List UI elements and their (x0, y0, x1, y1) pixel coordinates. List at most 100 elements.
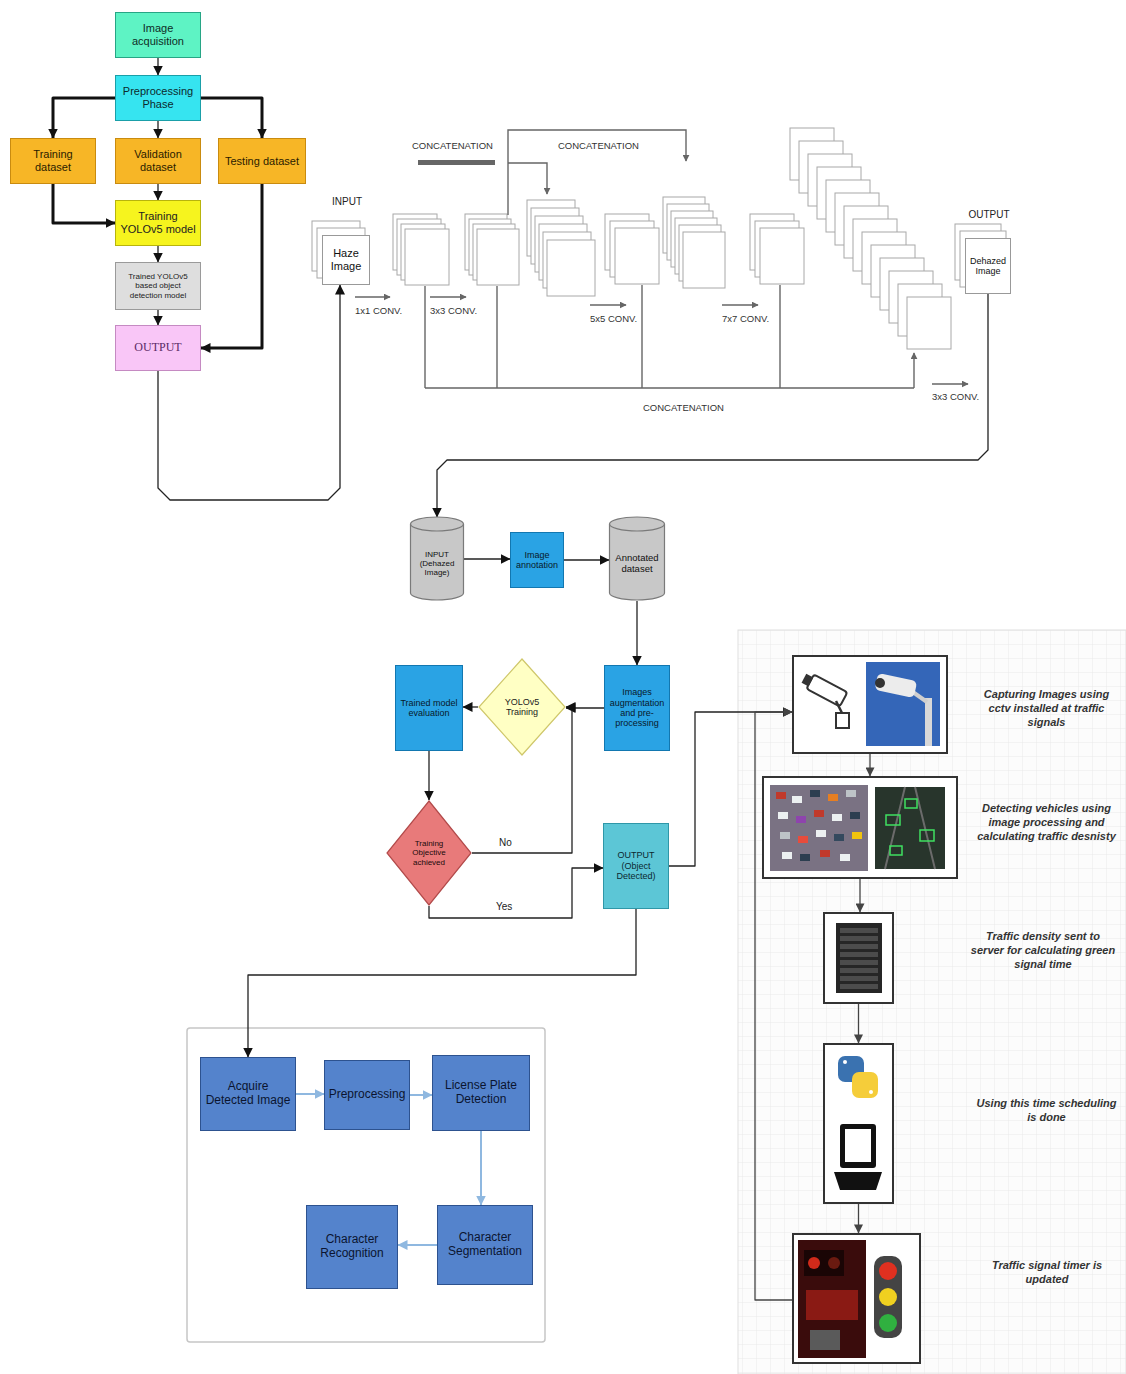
detection-photo (875, 787, 945, 869)
traffic-lamp (879, 1262, 897, 1280)
feature-map (405, 229, 449, 285)
cylinder-body (610, 517, 665, 600)
laptop-base (834, 1172, 882, 1190)
node-text: Image acquisition (119, 22, 197, 47)
concat-line (913, 353, 914, 388)
car (850, 812, 860, 819)
text-area: Character Segmentation (438, 1206, 532, 1284)
conv-label: 1x1 CONV. (355, 305, 402, 316)
node-text: Training dataset (14, 148, 92, 173)
car (846, 790, 856, 797)
concat-line (508, 163, 547, 194)
node-text: Dehazed Image (969, 256, 1007, 277)
decision-diamond: Training Objective achieved (386, 800, 472, 906)
text-area: License Plate Detection (433, 1056, 529, 1130)
cylinder-body (411, 517, 464, 600)
text-area: Preprocessing (325, 1061, 409, 1129)
camera-pole (925, 698, 932, 746)
server-slot (840, 984, 878, 989)
traffic-photo (770, 785, 868, 871)
traffic-lamp (879, 1314, 897, 1332)
process-box: License Plate Detection (432, 1055, 530, 1131)
traffic-lamp (879, 1288, 897, 1306)
text-area: Preprocessing Phase (116, 76, 200, 120)
concat-label: CONCATENATION (558, 140, 639, 151)
step-caption: Traffic signal timer is updated (977, 1259, 1117, 1287)
node-text: Training Objective achieved (405, 839, 453, 867)
server-slot (840, 936, 878, 941)
text-area: Haze Image (323, 236, 369, 284)
cylinder-rim (411, 524, 464, 531)
car (816, 830, 826, 837)
text-area: Image annotation (511, 533, 563, 587)
conv-arrow (932, 383, 968, 384)
traffic-light-icon (874, 1256, 902, 1338)
output-box: OUTPUT (Object Detected) (603, 823, 669, 909)
node-text: Character Recognition (310, 1233, 394, 1261)
frame-ground (792, 1233, 921, 1364)
node-text: Validation dataset (119, 148, 197, 173)
cylinder-rim (610, 524, 665, 531)
text-area: Acquire Detected Image (201, 1058, 295, 1130)
connector (755, 712, 792, 1300)
laptop-icon (840, 1124, 876, 1168)
ocr-panel (187, 1028, 545, 1342)
python-logo (852, 1072, 878, 1098)
connector (429, 868, 603, 918)
connector (157, 184, 158, 200)
text-area: Training Objective achieved (405, 823, 453, 882)
connector (858, 1004, 859, 1043)
feature-map (477, 229, 519, 285)
cctv-photo (866, 662, 940, 746)
signal-pole (810, 1330, 840, 1350)
connector (636, 601, 637, 665)
conv-arrow (430, 296, 466, 297)
process-box: Trained model evaluation (395, 665, 463, 751)
frame-ground (823, 912, 894, 1004)
car (800, 854, 810, 861)
car (814, 810, 824, 817)
process-box: Image acquisition (115, 12, 201, 58)
connector (669, 712, 792, 866)
server-slot (840, 960, 878, 965)
car (810, 790, 820, 797)
car (840, 854, 850, 861)
node-text: Testing dataset (225, 155, 299, 168)
connector (201, 184, 262, 348)
node-text: Haze Image (326, 247, 366, 272)
connector (157, 310, 158, 325)
connector (157, 121, 158, 138)
car (852, 832, 862, 839)
process-box: Image annotation (510, 532, 564, 588)
car (778, 812, 788, 819)
edge-label: Yes (494, 901, 514, 913)
node-text: Trained model evaluation (399, 698, 459, 719)
model-box: Trained YOLOv5 based object detection mo… (115, 262, 201, 310)
detection-box (886, 815, 900, 825)
node-text: Trained YOLOv5 based object detection mo… (119, 272, 197, 300)
decision-diamond: YOLOv5 Training (478, 658, 566, 756)
connector (53, 184, 115, 223)
stack-heading: INPUT (307, 196, 387, 209)
car (792, 796, 802, 803)
python-logo (869, 1090, 873, 1094)
car (776, 792, 786, 799)
laptop-screen (845, 1129, 871, 1162)
node-text: Image annotation (514, 550, 560, 571)
node-text: Acquire Detected Image (204, 1080, 292, 1108)
camera-lens (875, 678, 885, 688)
process-box: Preprocessing Phase (115, 75, 201, 121)
connector (464, 558, 510, 559)
edge-label: No (497, 837, 514, 849)
feature-map (683, 232, 725, 288)
conv-label: 3x3 CONV. (430, 305, 477, 316)
node-text: Character Segmentation (441, 1231, 529, 1259)
conv-label: 7x7 CONV. (722, 313, 769, 324)
step-frame: Capturing Images using cctv installed at… (792, 655, 948, 754)
concat-bar (418, 160, 495, 165)
text-area: Annotated dataset (612, 533, 662, 594)
connector (158, 285, 340, 500)
step-caption: Using this time scheduling is done (974, 1097, 1119, 1125)
text-area (825, 1045, 892, 1202)
cars (776, 790, 862, 861)
